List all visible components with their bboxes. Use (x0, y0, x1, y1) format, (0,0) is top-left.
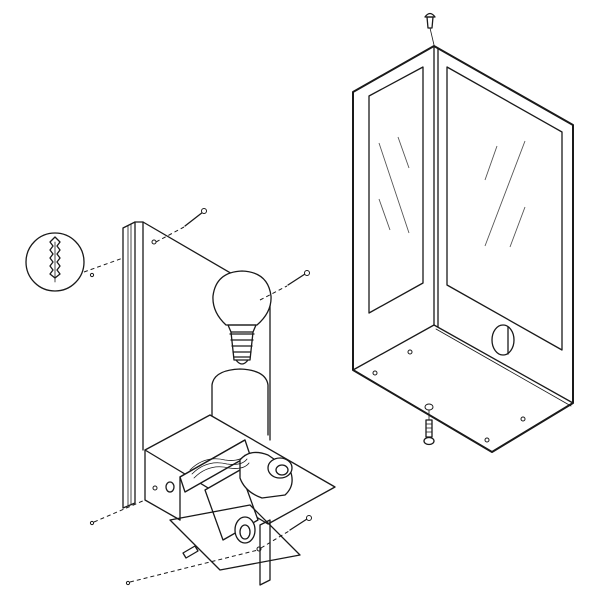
wall-plug-callout (25, 232, 124, 292)
guide-line (129, 549, 259, 583)
guide-line (93, 499, 146, 523)
wall-hole (125, 580, 131, 586)
wall-hole (89, 520, 95, 526)
lamp-housing-icon (352, 45, 574, 453)
screw-icon (260, 515, 312, 549)
lamp-holder (211, 368, 269, 436)
screw-icon (423, 409, 435, 446)
screw-icon (259, 270, 310, 301)
screw-icon (155, 208, 207, 243)
light-bulb-icon (212, 270, 272, 365)
electronics-tray (144, 414, 336, 586)
screw-icon (424, 12, 436, 46)
